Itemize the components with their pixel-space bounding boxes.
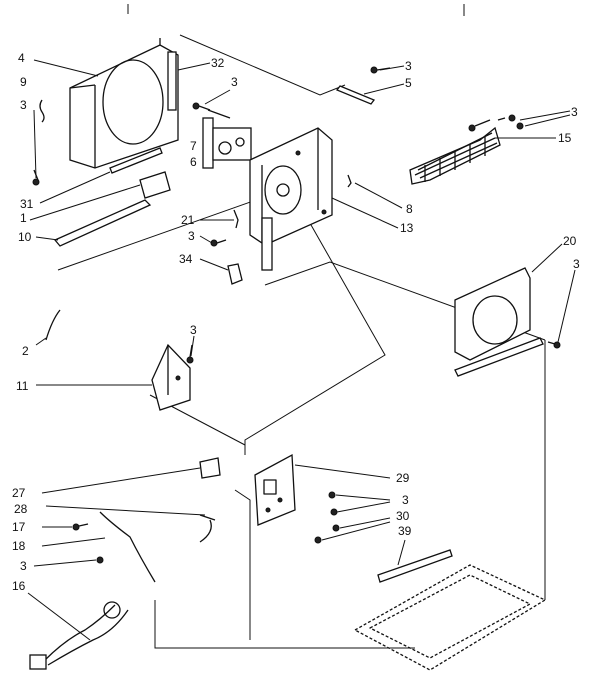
callout-31: 31	[20, 197, 34, 211]
screw-icon	[468, 119, 491, 132]
callout-3: 3	[573, 257, 580, 271]
strip-part-32	[167, 51, 177, 111]
callout-5: 5	[405, 76, 412, 90]
callout-3: 3	[20, 98, 27, 112]
callout-3: 3	[188, 229, 195, 243]
control-board-part-29	[254, 453, 296, 526]
clip-part-34	[227, 263, 243, 285]
front-panel-part-4	[69, 38, 179, 169]
filter-part-15	[409, 126, 501, 185]
screw-icon	[328, 491, 336, 499]
callout-3: 3	[571, 105, 578, 119]
screw-icon	[96, 556, 104, 564]
callout-6: 6	[190, 155, 197, 169]
tube-part-2	[45, 309, 61, 341]
wire-part-18	[99, 511, 156, 583]
screw-icon	[192, 102, 211, 111]
callout-13: 13	[400, 221, 414, 235]
screw-icon	[332, 524, 340, 532]
callouts: 4 9 3 32 3 3 5 3 15 7 6 31 1 10 8 13 21 …	[12, 51, 580, 593]
bracket-part-7-6	[202, 109, 252, 169]
callout-3: 3	[231, 75, 238, 89]
callout-29: 29	[396, 471, 410, 485]
screw-icon	[314, 536, 322, 544]
rod-part-5	[335, 85, 376, 105]
strip-part-39	[377, 549, 453, 583]
assembly-lines	[57, 34, 546, 649]
callout-4: 4	[18, 51, 25, 65]
callout-8: 8	[406, 202, 413, 216]
power-cord-part-16	[29, 601, 129, 670]
callout-27: 27	[12, 486, 26, 500]
screw-icon	[497, 114, 516, 122]
bar-part-10	[53, 199, 152, 247]
callout-39: 39	[398, 524, 412, 538]
callout-2: 2	[22, 344, 29, 358]
base-pan	[354, 564, 546, 671]
divider-panel-part-13	[249, 127, 333, 271]
bracket-part-1	[139, 171, 171, 199]
thermostat-part-28	[199, 514, 216, 543]
callout-15: 15	[558, 131, 572, 145]
callout-7: 7	[190, 139, 197, 153]
callout-3: 3	[20, 559, 27, 573]
callout-17: 17	[12, 520, 26, 534]
clip-part-21	[233, 209, 239, 229]
callout-30: 30	[396, 509, 410, 523]
callout-11: 11	[16, 379, 29, 393]
callout-3: 3	[402, 493, 409, 507]
callout-16: 16	[12, 579, 26, 593]
callout-1: 1	[20, 211, 27, 225]
leader-lines	[27, 59, 576, 641]
switch-part-27	[199, 457, 221, 479]
callout-3: 3	[405, 59, 412, 73]
screw-icon	[516, 122, 524, 130]
callout-34: 34	[179, 252, 193, 266]
bracket-part-20	[454, 267, 544, 377]
callout-21: 21	[181, 213, 195, 227]
callout-3: 3	[190, 323, 197, 337]
callout-9: 9	[20, 75, 27, 89]
screw-icon	[330, 508, 338, 516]
screw-icon	[547, 341, 561, 349]
callout-18: 18	[12, 539, 26, 553]
clip-part-8	[347, 174, 352, 188]
callout-20: 20	[563, 234, 577, 248]
callout-10: 10	[18, 230, 32, 244]
screw-icon	[72, 523, 89, 531]
strip-part-31	[109, 147, 163, 174]
callout-28: 28	[14, 502, 28, 516]
bracket-part-11	[151, 343, 191, 411]
screw-icon	[186, 344, 194, 364]
screw-icon	[210, 239, 227, 247]
clip-part-9	[39, 99, 45, 123]
callout-32: 32	[211, 56, 225, 70]
